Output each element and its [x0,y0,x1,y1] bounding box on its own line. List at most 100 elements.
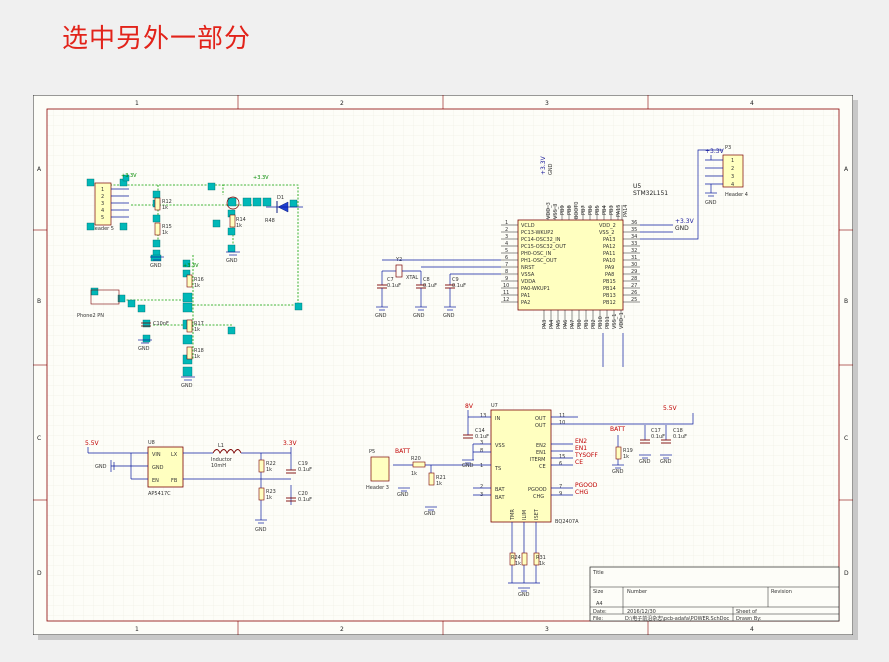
mcu-pin-num: 31 [631,255,637,261]
phone-jack[interactable] [90,289,120,305]
header4-p3[interactable]: P3 Header 4 1 2 3 4 +3.3V GND [705,145,748,206]
mcu-pin-num: 7 [505,262,508,268]
transistor-q[interactable] [226,196,240,210]
mcu-top-pin: PA15 [616,205,622,217]
mcu-bottom-pin: PB2 [591,319,597,329]
resistor-r21[interactable] [428,472,435,486]
mcu-pin-num: 6 [505,255,508,261]
mcu-pin-name: PC14-OSC32_IN [521,237,561,243]
net-label: +3.3V [253,175,269,181]
crystal-y2[interactable]: Y2 XTAL C7 0.1uF C8 0.1uF C9 0.1uF GND G… [375,257,501,319]
resistor-r17[interactable] [186,319,193,333]
resistor-r19[interactable] [615,446,622,460]
resistor-r24[interactable] [509,552,516,566]
row-label: C [37,435,41,442]
c20-ref: C20 [298,491,308,497]
c14-ref: C14 [475,428,485,434]
mcu-pin-num: 26 [631,290,637,296]
gnd-label: GND [639,459,651,465]
r18-val: 1k [194,354,200,360]
u7-bottom-pin: TMR [510,509,516,521]
resistor-r31a[interactable] [521,552,528,566]
mcu-top-pin: PB6 [588,205,594,215]
row-label: D [37,570,42,577]
u7-part: BQ2407A [555,519,579,525]
gnd-label: GND [424,511,436,517]
mcu-pin-num: 8 [505,269,508,275]
charger-in-net: 8V [465,403,474,410]
header5-body[interactable] [94,182,112,226]
cap-c10[interactable] [141,322,151,327]
gnd-label: GND [413,313,425,319]
u7-net: PGOOD [575,482,598,489]
r31-ref: R31 [536,555,546,561]
header4-ref: P3 [725,145,731,151]
gnd-label: GND [443,313,455,319]
buck-u8[interactable]: U8 AP5417C VIN GND EN LX FB L1 Inductor … [85,440,312,533]
gnd-label: GND [462,463,474,469]
date-label: Date: [593,609,607,615]
resistor-r12[interactable] [154,197,161,211]
size-label: Size [593,589,603,595]
resistor-r14[interactable] [229,214,236,228]
p5-part: Header 3 [366,485,389,491]
u7-pin-name: BAT [495,495,505,501]
u7-pin-name: TS [494,466,501,472]
col-label: 3 [545,626,549,633]
resistor-r22[interactable] [258,459,265,473]
header4-gnd: GND [705,200,717,206]
mcu-bottom-pin: PA6 [563,320,569,329]
mcu-pin-name: PB15 [603,279,616,285]
c7-ref: C7 [387,277,394,283]
mcu-top-pin: VSS_3 [553,204,559,219]
u7-net: EN1 [575,445,587,452]
schematic-canvas[interactable]: 1 2 3 4 1 2 3 4 A B C D A B C D [32,94,854,636]
number-label: Number [627,589,648,595]
schematic-sheet[interactable]: 1 2 3 4 1 2 3 4 A B C D A B C D [32,94,854,636]
r14-val: 1k [236,223,242,229]
gnd-label: GND [226,258,238,264]
r20-ref: R20 [411,456,421,462]
r21-ref: R21 [436,475,446,481]
resistor-r15[interactable] [154,222,161,236]
mcu-bottom-pin: PB1 [584,319,590,329]
selected-circuit-group[interactable]: 1 2 3 4 5 Header 5 [77,173,303,389]
mcu-ref: U5 [633,183,641,190]
r22-ref: R22 [266,461,276,467]
mcu-pin-name: PA8 [605,272,614,278]
resistor-r18[interactable] [186,346,193,360]
mcu-top-pin: VDD_3 [546,202,552,219]
diode-d1[interactable]: D1 [266,195,303,213]
mcu-pin-name: PC13-WKUP2 [521,230,553,236]
mcu-pin-name: PA9 [605,265,614,271]
c17-ref: C17 [651,428,661,434]
col-label: 2 [340,626,344,633]
resistor-r31b[interactable] [533,552,540,566]
r16-val: 1k [194,283,200,289]
resistor-r23[interactable] [258,487,265,501]
row-label: A [844,166,849,173]
mcu-pin-name: PA12 [603,244,615,250]
resistor-r16[interactable] [186,274,193,288]
y2-part: XTAL [406,275,418,281]
mcu-pin-num: 12 [503,297,509,303]
mcu-bottom-pin: PA7 [570,320,576,329]
mcu-pin-num: 5 [505,248,508,254]
mcu-pin-num: 36 [631,220,637,226]
mcu-bottom-pin: PB10 [598,316,604,329]
u7-pin-name: CE [539,464,546,470]
u7-pin-name: EN1 [536,450,546,456]
header3-p5[interactable] [370,456,390,482]
u7-pin-name: EN2 [536,443,546,449]
mcu-bottom-pin: PB11 [605,316,611,329]
charger-u7[interactable]: U7 BQ2407A IN VSS TS BAT BAT 13 3 8 1 2 … [366,403,694,598]
resistor-r20[interactable] [412,461,426,468]
r23-ref: R23 [266,489,276,495]
mcu-pin-name: NRST [521,265,535,271]
inductor-l1[interactable] [212,449,242,455]
col-label: 3 [545,100,549,107]
mcu-u5[interactable]: U5 STM32L151 VCLD PC13-WKUP2 PC14-OSC32_… [501,149,723,367]
header4-pin: 2 [731,166,734,172]
u7-pin-num: 6 [559,461,562,467]
l1-val: 10mH [211,463,226,469]
